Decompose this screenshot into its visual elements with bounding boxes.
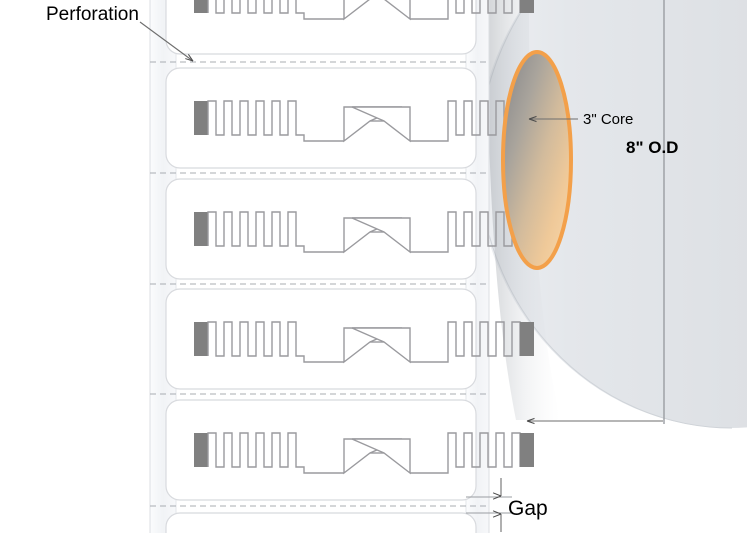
- outer-diameter-label: 8" O.D: [626, 138, 678, 157]
- rfid-label-3[interactable]: [165, 178, 535, 280]
- rfid-label-5[interactable]: [165, 399, 535, 501]
- gap-label: Gap: [508, 497, 548, 520]
- outer-diameter-dimension: 8" O.D: [527, 0, 678, 424]
- perforation-label: Perforation: [46, 4, 139, 25]
- roll-core: [501, 50, 573, 270]
- perforation-callout: Perforation: [46, 4, 193, 61]
- perforation-lines: [150, 61, 489, 507]
- rfid-label-1[interactable]: [165, 0, 535, 55]
- rfid-label-4[interactable]: [165, 288, 535, 390]
- core-callout: 3" Core: [529, 111, 633, 128]
- gap-dimension: Gap: [466, 478, 548, 532]
- rfid-label-6[interactable]: [165, 512, 477, 533]
- rfid-label-2[interactable]: [165, 67, 535, 169]
- core-label: 3" Core: [583, 111, 633, 128]
